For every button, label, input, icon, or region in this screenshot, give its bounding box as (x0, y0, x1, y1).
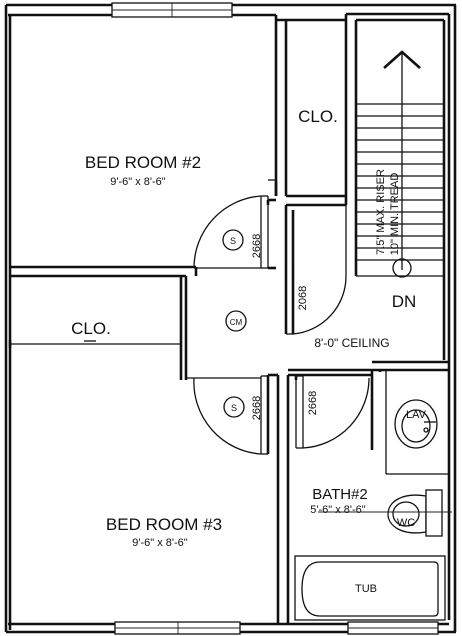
stair-direction-label: DN (392, 292, 417, 311)
door-bed3-label: 2668 (251, 396, 263, 420)
door-bed3 (186, 375, 269, 455)
lavatory (394, 399, 438, 449)
smoke-detector-a (222, 229, 244, 251)
wc-label: WC (397, 517, 415, 529)
water-closet (318, 489, 452, 537)
bedroom2-size: 9'-6" x 8'-6" (110, 176, 166, 188)
door-closet-label: 2068 (297, 286, 309, 310)
closet-upper-label: CLO. (298, 107, 338, 126)
door-bed2-label: 2668 (251, 234, 263, 258)
exterior-walls (4, 3, 457, 634)
bedroom2-name: BED ROOM #2 (85, 153, 201, 172)
interior-walls (8, 14, 449, 624)
bedroom3-size: 9'-6" x 8'-6" (132, 537, 188, 549)
bedroom3-name: BED ROOM #3 (106, 515, 222, 534)
smoke-detector-a-label: S (230, 236, 236, 246)
door-closet (285, 205, 347, 335)
stair-direction-arrow (383, 50, 421, 278)
tub-label: TUB (355, 583, 377, 595)
stairway (354, 18, 446, 360)
bathtub (294, 555, 446, 621)
window-bottom-left (114, 621, 241, 635)
closet-left-label: CLO. (71, 319, 111, 338)
stair-tread-note: 10" MIN. TREAD (389, 173, 401, 256)
door-bath (295, 375, 370, 449)
stair-riser-note: 7.5" MAX. RISER (375, 169, 387, 255)
smoke-detector-b (223, 396, 245, 418)
bath-size: 5'-6" x 8'-6" (310, 504, 366, 516)
hall-ceiling: 8'-0" CEILING (314, 336, 389, 350)
co-monitor-label: CM (230, 318, 243, 327)
bath-name: BATH#2 (312, 486, 368, 503)
window-bottom-right (347, 621, 439, 635)
window-top (111, 2, 233, 18)
lavatory-label: LAV (406, 409, 427, 421)
co-monitor (225, 310, 247, 332)
vanity-counter (385, 370, 449, 475)
door-bath-label: 2668 (307, 391, 319, 415)
smoke-detector-b-label: S (231, 403, 237, 413)
door-bed2 (193, 195, 269, 269)
